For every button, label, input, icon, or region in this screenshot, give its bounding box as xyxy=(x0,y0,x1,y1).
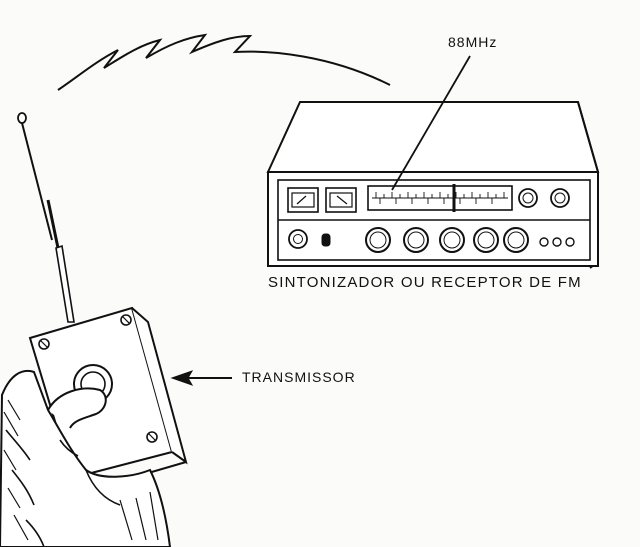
radio-wave xyxy=(57,33,391,91)
hand-shading xyxy=(3,399,159,541)
fm-receiver xyxy=(266,101,600,269)
receiver-label: SINTONIZADOR OU RECEPTOR DE FM xyxy=(268,274,582,291)
tuning-dial xyxy=(367,184,513,212)
transmitter-arrow xyxy=(170,370,232,386)
transmitter-label: TRANSMISSOR xyxy=(242,369,356,385)
frequency-pointer xyxy=(391,55,471,191)
signal-meters xyxy=(287,187,357,213)
hand xyxy=(0,370,172,547)
lower-controls xyxy=(288,227,575,253)
antenna xyxy=(17,112,75,323)
transmitter-device xyxy=(17,112,188,492)
frequency-label: 88MHz xyxy=(448,34,498,50)
